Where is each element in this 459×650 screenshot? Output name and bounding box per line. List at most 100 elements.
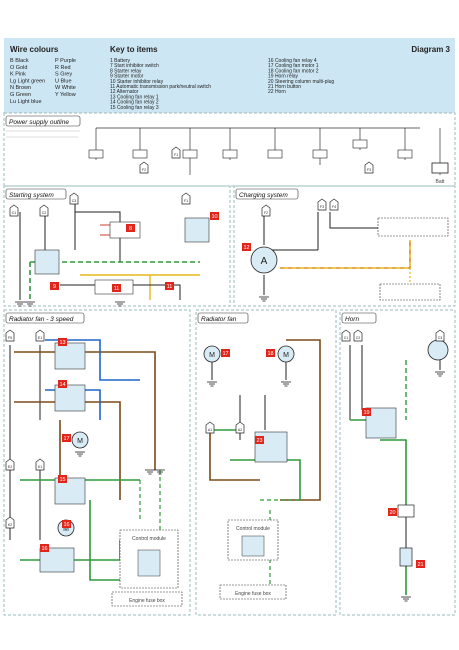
wire-colour-item: K Pink — [10, 72, 26, 78]
diagram-label: Diagram 3 — [411, 45, 450, 54]
charging-frame — [233, 185, 456, 307]
marker-box — [58, 380, 67, 388]
connector-label: F5 — [8, 336, 12, 340]
connector-label: C2 — [42, 211, 47, 215]
connector-tag — [235, 421, 245, 434]
key-item: 9 Starter motor — [110, 74, 144, 80]
connector-tag — [329, 198, 339, 211]
key-title: Key to items — [110, 45, 158, 54]
marker-box — [210, 212, 219, 220]
connector-tag — [35, 458, 45, 471]
wire-colour-item: Y Yellow — [55, 92, 76, 98]
fan-b-fuse-box — [219, 584, 287, 600]
component-marker: 11 — [112, 284, 121, 292]
fan-b-fuse-label: Engine fuse box — [235, 591, 271, 597]
fuse-symbol — [132, 149, 148, 159]
key-item: 22 Horn — [268, 89, 286, 95]
connector-tag — [139, 161, 149, 174]
key-item: 13 Cooling fan relay 1 — [110, 94, 159, 100]
marker-box — [266, 349, 275, 357]
connector-label: F2 — [142, 168, 146, 172]
marker-number: 11 — [114, 286, 120, 292]
connector-label: F1 — [174, 153, 178, 157]
marker-box — [388, 508, 397, 516]
power-supply-title: Power supply outline — [9, 119, 69, 126]
charging-wire-black — [263, 212, 380, 295]
component-marker: 23 — [255, 436, 264, 444]
connector-tag — [181, 192, 191, 205]
key-item: 10 Starter inhibitor relay — [110, 79, 164, 85]
marker-number: 17 — [222, 351, 228, 357]
key-item: 17 Cooling fan motor 1 — [268, 63, 319, 69]
marker-box — [165, 282, 174, 290]
key-item: 20 Steering column multi-plug — [268, 79, 334, 85]
key-item: 8 Starter relay — [110, 68, 142, 74]
fan-b-control-chip — [241, 535, 265, 557]
key-item: 19 Horn relay — [268, 74, 299, 80]
marker-number: 19 — [363, 410, 369, 416]
marker-number: 15 — [59, 477, 65, 483]
horn-wire-green — [350, 419, 407, 595]
connector-tag — [5, 329, 15, 342]
ground-symbols — [15, 296, 445, 602]
connector-tag — [5, 458, 15, 471]
connector-tag — [171, 146, 181, 159]
marker-number: 20 — [389, 510, 395, 516]
charging-system-section: Charging system A 12 — [233, 185, 456, 307]
connector-label: C1 — [344, 336, 349, 340]
inhibitor-relay-box — [184, 217, 210, 243]
marker-number: 21 — [417, 562, 423, 568]
power-supply-tab — [5, 115, 81, 127]
wire-colour-item: P Purple — [55, 58, 76, 64]
key-item: 1 Battery — [110, 58, 131, 64]
starting-tab — [5, 188, 67, 200]
fan3-wire-black — [9, 345, 41, 540]
key-item: 12 Alternator — [110, 89, 139, 95]
marker-number: 14 — [59, 382, 65, 388]
connector-label: A2 — [238, 428, 242, 432]
marker-box — [62, 520, 71, 528]
component-marker: 9 — [50, 282, 59, 290]
marker-box — [221, 349, 230, 357]
horn-button-symbol — [399, 547, 413, 567]
wire-colour-item: Lg Light green — [10, 78, 45, 84]
wire-colour-item: G Green — [10, 92, 31, 98]
fuse-symbol — [267, 149, 283, 159]
fan-b-motor2-letter: M — [283, 352, 289, 359]
marker-number: 23 — [256, 438, 262, 444]
alternator-letter: A — [261, 256, 268, 267]
ground-symbol — [75, 451, 85, 457]
marker-box — [416, 560, 425, 568]
horn-tab — [341, 312, 377, 324]
fan3-frame — [3, 309, 191, 616]
header-panel — [4, 38, 455, 113]
marker-number: 16 — [41, 546, 47, 552]
marker-box — [126, 224, 135, 232]
control-module-chip — [137, 549, 161, 577]
wire-colour-item: B Black — [10, 58, 29, 64]
connector-tag — [35, 329, 45, 342]
horn-symbol — [427, 339, 449, 361]
marker-box — [242, 243, 251, 251]
component-marker: 13 — [58, 338, 67, 346]
charging-wire-yellow — [280, 240, 411, 269]
wire-colour-item: N Brown — [10, 85, 31, 91]
marker-box — [362, 408, 371, 416]
fuse-box-box — [111, 591, 183, 607]
fan-motor2-letter: M — [63, 526, 69, 533]
battery-symbol — [431, 162, 449, 174]
ground-symbol — [145, 469, 155, 475]
ground-symbol — [25, 301, 35, 307]
charging-title: Charging system — [239, 192, 288, 199]
key-item: 21 Horn button — [268, 84, 301, 90]
marker-number: 9 — [53, 284, 56, 290]
fan-b-wire-green — [210, 429, 301, 500]
charging-module-box — [377, 217, 449, 237]
fan-frame — [195, 309, 337, 616]
alternator-symbol — [250, 246, 278, 274]
fuse-box-label: Engine fuse box — [129, 598, 165, 604]
connector-label: F2 — [264, 211, 268, 215]
